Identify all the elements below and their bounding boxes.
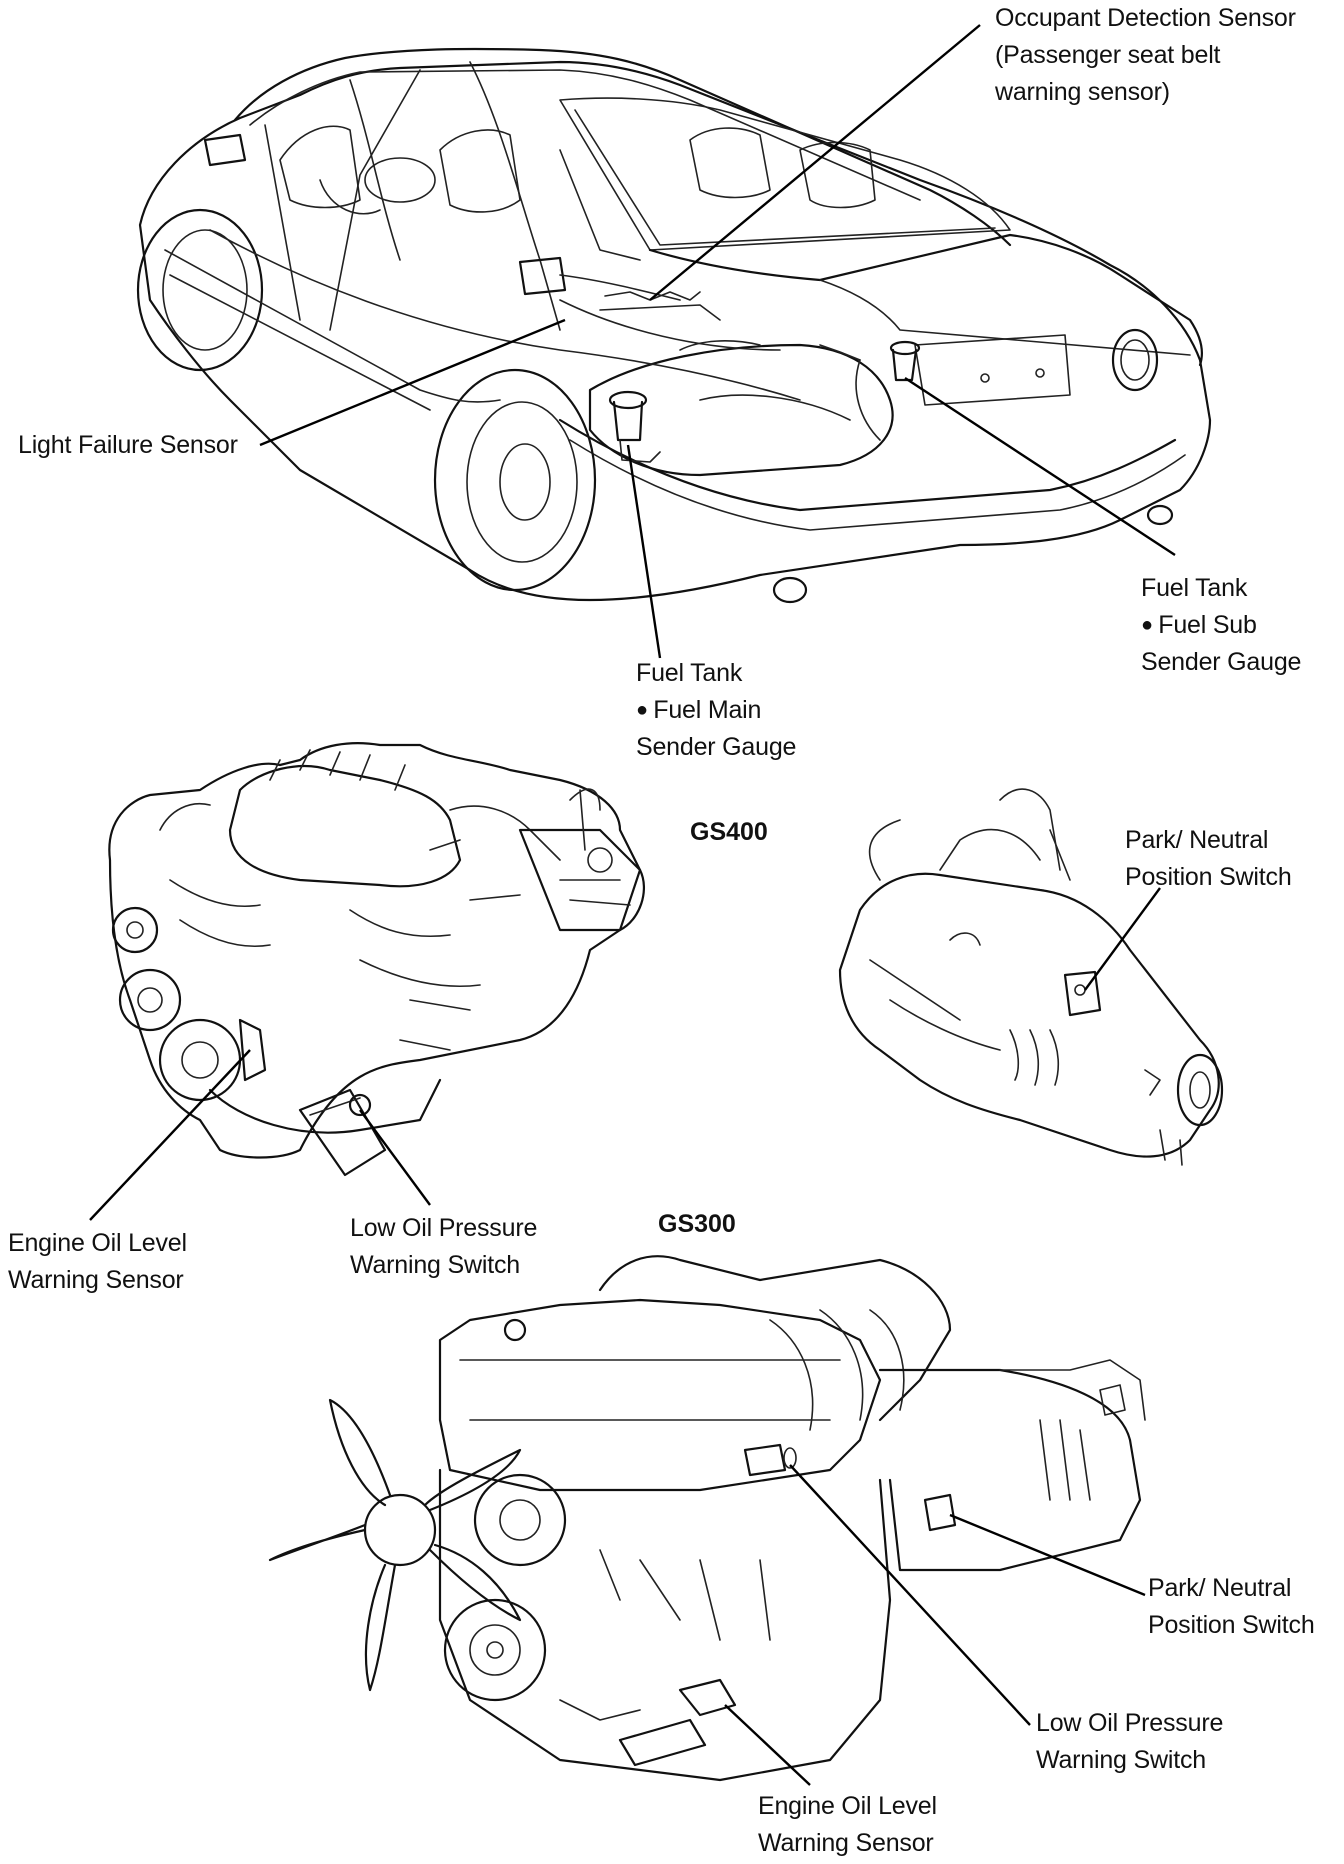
label-fuel-tank-sub: Fuel Tank Fuel Sub Sender Gauge [1141,570,1301,681]
label-gs300: GS300 [658,1210,736,1238]
label-low-oil-pressure-switch-2: Low Oil Pressure Warning Switch [1036,1709,1224,1774]
label-gs400: GS400 [690,818,768,846]
car-illustration [136,47,1212,604]
leader-oil-pressure-2 [789,1464,1031,1726]
gs400-engine-illustration [108,742,645,1177]
label-park-neutral-switch-1: Park/ Neutral Position Switch [1125,826,1292,891]
leader-oil-level-2 [724,1704,811,1786]
transmission-illustration [838,788,1224,1166]
cooling-fan [268,1398,522,1692]
leader-pn-switch-2 [949,1513,1146,1597]
gs300-engine-illustration [268,1255,1146,1782]
leader-fuel-main [626,444,662,659]
label-park-neutral-switch-2: Park/ Neutral Position Switch [1148,1574,1315,1639]
leader-fuel-sub [904,376,1176,557]
leader-light-failure [259,318,566,447]
leader-lines [89,24,1176,1786]
leader-oil-pressure-1 [359,1109,431,1206]
label-engine-oil-level-sensor-1: Engine Oil Level Warning Sensor [8,1229,187,1294]
label-low-oil-pressure-switch-1: Low Oil Pressure Warning Switch [350,1214,538,1279]
leader-occupant-sensor [649,24,981,301]
leader-oil-level-1 [89,1049,251,1221]
leader-pn-switch-1 [1084,887,1161,991]
label-occupant-detection-sensor: Occupant Detection Sensor (Passenger sea… [995,4,1296,106]
label-light-failure-sensor: Light Failure Sensor [18,431,238,459]
label-engine-oil-level-sensor-2: Engine Oil Level Warning Sensor [758,1792,937,1857]
label-fuel-tank-main: Fuel Tank Fuel Main Sender Gauge [636,655,796,766]
